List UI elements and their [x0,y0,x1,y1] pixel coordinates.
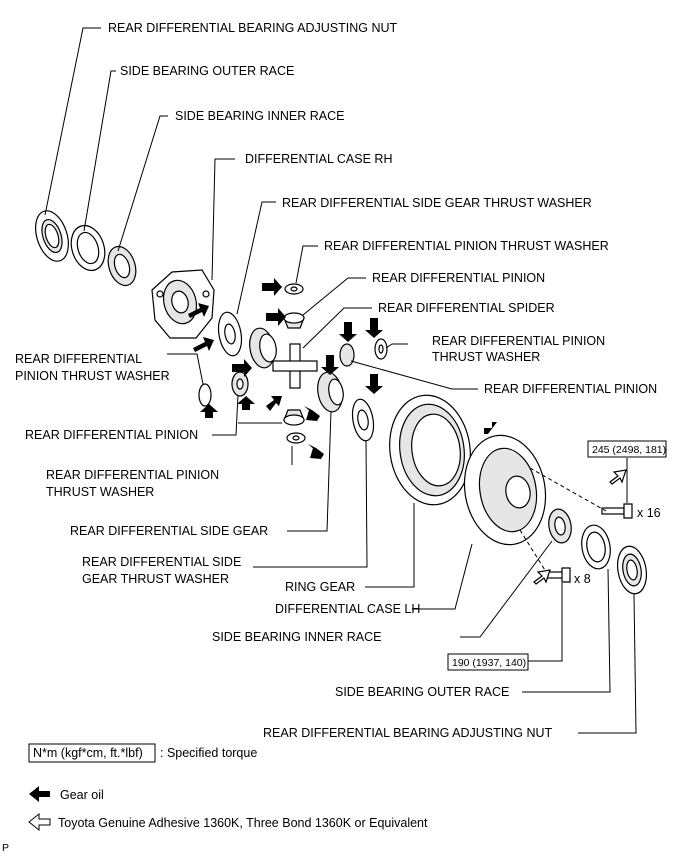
label-side-gear-washer-top: REAR DIFFERENTIAL SIDE GEAR THRUST WASHE… [282,196,592,210]
torque-value-case-bolt: 190 (1937, 140) [452,657,526,669]
label-pinion-washer-left-l1: REAR DIFFERENTIAL [15,352,142,366]
legend-torque-box [28,743,156,763]
side-gear-upper [249,327,277,369]
label-pinion-right: REAR DIFFERENTIAL PINION [484,382,657,396]
label-pinion-washer-bottom-l1: REAR DIFFERENTIAL PINION [46,468,219,482]
legend-gear-oil-text: Gear oil [60,788,104,802]
label-pinion-washer-right-l1: REAR DIFFERENTIAL PINION [432,334,605,348]
outer-race-right [581,524,611,570]
legend-adhesive-text: Toyota Genuine Adhesive 1360K, Three Bon… [58,816,428,830]
label-side-gear-washer-bottom-l1: REAR DIFFERENTIAL SIDE [82,555,241,569]
side-gear-lower [317,371,344,413]
ring-gear-bolt [601,503,633,519]
legend-torque-text: : Specified torque [160,746,257,760]
label-ring-gear: RING GEAR [285,580,355,594]
outer-race-left [70,224,106,272]
label-pinion-left: REAR DIFFERENTIAL PINION [25,428,198,442]
label-side-gear-washer-bottom-l2: GEAR THRUST WASHER [82,572,229,586]
torque-box-ring-gear-bolt: 245 (2498, 181) [587,440,667,458]
side-gear-thrust-washer-upper [217,311,243,357]
spider [272,343,318,389]
pinion-thrust-washer-top [284,283,304,295]
legend: N*m (kgf*cm, ft.*lbf) : Specified torque… [28,743,428,832]
label-case-lh: DIFFERENTIAL CASE LH [275,602,420,616]
label-side-gear: REAR DIFFERENTIAL SIDE GEAR [70,524,268,538]
pinion-thrust-washer-right [374,338,388,360]
label-pinion-washer-right-l2: THRUST WASHER [432,350,540,364]
legend-torque-box-text: N*m (kgf*cm, ft.*lbf) [33,746,143,760]
label-pinion-washer-1: REAR DIFFERENTIAL PINION THRUST WASHER [324,239,609,253]
differential-case-rh [151,269,215,339]
gear-oil-arrow [188,278,497,459]
pinion-thrust-washer-left [198,383,212,407]
label-outer-race-bottom: SIDE BEARING OUTER RACE [335,685,509,699]
label-spider: REAR DIFFERENTIAL SPIDER [378,301,555,315]
adhesive-arrow [533,469,627,585]
label-pinion-washer-bottom-l2: THRUST WASHER [46,485,154,499]
differential-case-lh [463,434,547,546]
adjusting-nut-right [616,545,648,595]
label-inner-race-top: SIDE BEARING INNER RACE [175,109,344,123]
pinion-left-gear [231,371,249,397]
torque-value-ring-gear-bolt: 245 (2498, 181) [592,444,666,456]
case-bolt [545,567,571,583]
pinion-thrust-washer-bottom [286,432,306,444]
inner-race-right [548,508,572,544]
pinion-bottom [283,409,305,426]
legend-adhesive-icon [28,812,51,832]
legend-gear-oil-icon [29,786,50,802]
ring-gear-bolt-qty: x 16 [637,506,661,520]
case-bolt-qty: x 8 [574,572,591,586]
side-gear-thrust-washer-lower [351,398,375,442]
adjusting-nut-left [35,210,69,262]
pinion-top [283,312,305,329]
inner-race-left [107,245,137,287]
label-adj-nut-top: REAR DIFFERENTIAL BEARING ADJUSTING NUT [108,21,398,35]
ring-gear [389,394,471,506]
label-adj-nut-bottom: REAR DIFFERENTIAL BEARING ADJUSTING NUT [263,726,553,740]
corner-mark: P [2,842,9,854]
label-pinion-washer-left-l2: PINION THRUST WASHER [15,369,170,383]
pinion-right-gear [339,343,355,367]
label-pinion-1: REAR DIFFERENTIAL PINION [372,271,545,285]
label-inner-race-bottom: SIDE BEARING INNER RACE [212,630,381,644]
label-case-rh: DIFFERENTIAL CASE RH [245,152,392,166]
label-outer-race-top: SIDE BEARING OUTER RACE [120,64,294,78]
torque-box-case-bolt: 190 (1937, 140) [447,653,529,671]
